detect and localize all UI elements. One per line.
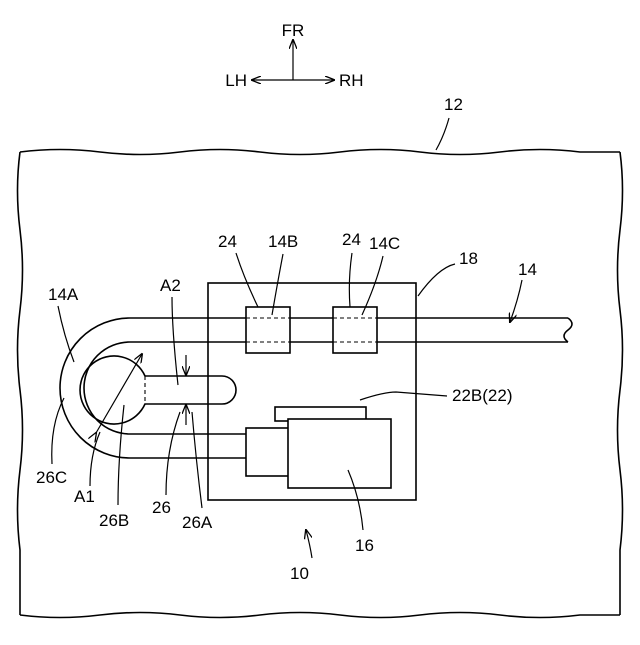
leader-10 <box>306 530 312 558</box>
leader-18 <box>418 264 455 296</box>
leader-22b <box>360 392 447 400</box>
direction-indicator: FR LH RH <box>225 21 363 90</box>
clamp-24-left <box>246 307 290 353</box>
leader-14a <box>58 306 74 362</box>
harness-break-end <box>564 318 572 342</box>
ref-14a: 14A <box>48 285 79 304</box>
ref-14c: 14C <box>369 234 400 253</box>
leader-a1 <box>90 432 100 486</box>
keyhole-slot-26 <box>80 356 236 424</box>
ref-14b: 14B <box>268 232 298 251</box>
ref-a1: A1 <box>74 487 95 506</box>
leader-14c <box>362 256 383 315</box>
device-plug <box>246 428 290 476</box>
ref-22b: 22B(22) <box>452 386 512 405</box>
panel-left-break-line <box>18 152 23 615</box>
ref-24-right: 24 <box>342 230 361 249</box>
leader-26 <box>166 412 180 495</box>
left-label: LH <box>225 71 247 90</box>
leader-a2 <box>172 297 178 385</box>
leader-24-right <box>349 253 352 307</box>
device-body <box>288 419 391 488</box>
ref-16: 16 <box>355 536 374 555</box>
leader-14b <box>272 254 283 315</box>
ref-12: 12 <box>444 95 463 114</box>
leader-26a <box>192 412 202 508</box>
ref-a2: A2 <box>160 276 181 295</box>
dimension-a1 <box>96 354 142 433</box>
ref-26c: 26C <box>36 468 67 487</box>
leader-24-left <box>236 253 258 307</box>
right-label: RH <box>339 71 364 90</box>
panel-bottom-break-line <box>20 613 620 618</box>
ref-18: 18 <box>459 249 478 268</box>
ref-26a: 26A <box>182 513 213 532</box>
panel-right-break-line <box>618 152 623 615</box>
panel-top-break-line <box>20 150 620 155</box>
leader-26b <box>118 405 124 505</box>
leader-14 <box>510 280 522 322</box>
leader-12 <box>436 118 449 150</box>
clamp-24-right <box>333 307 377 353</box>
ref-26: 26 <box>152 498 171 517</box>
ref-24-left: 24 <box>218 232 237 251</box>
ref-10: 10 <box>290 564 309 583</box>
device-16 <box>246 407 391 488</box>
ref-26b: 26B <box>99 511 129 530</box>
panel-12 <box>18 150 623 618</box>
front-label: FR <box>282 21 305 40</box>
keyhole-outline <box>80 356 236 424</box>
ref-14: 14 <box>518 260 537 279</box>
